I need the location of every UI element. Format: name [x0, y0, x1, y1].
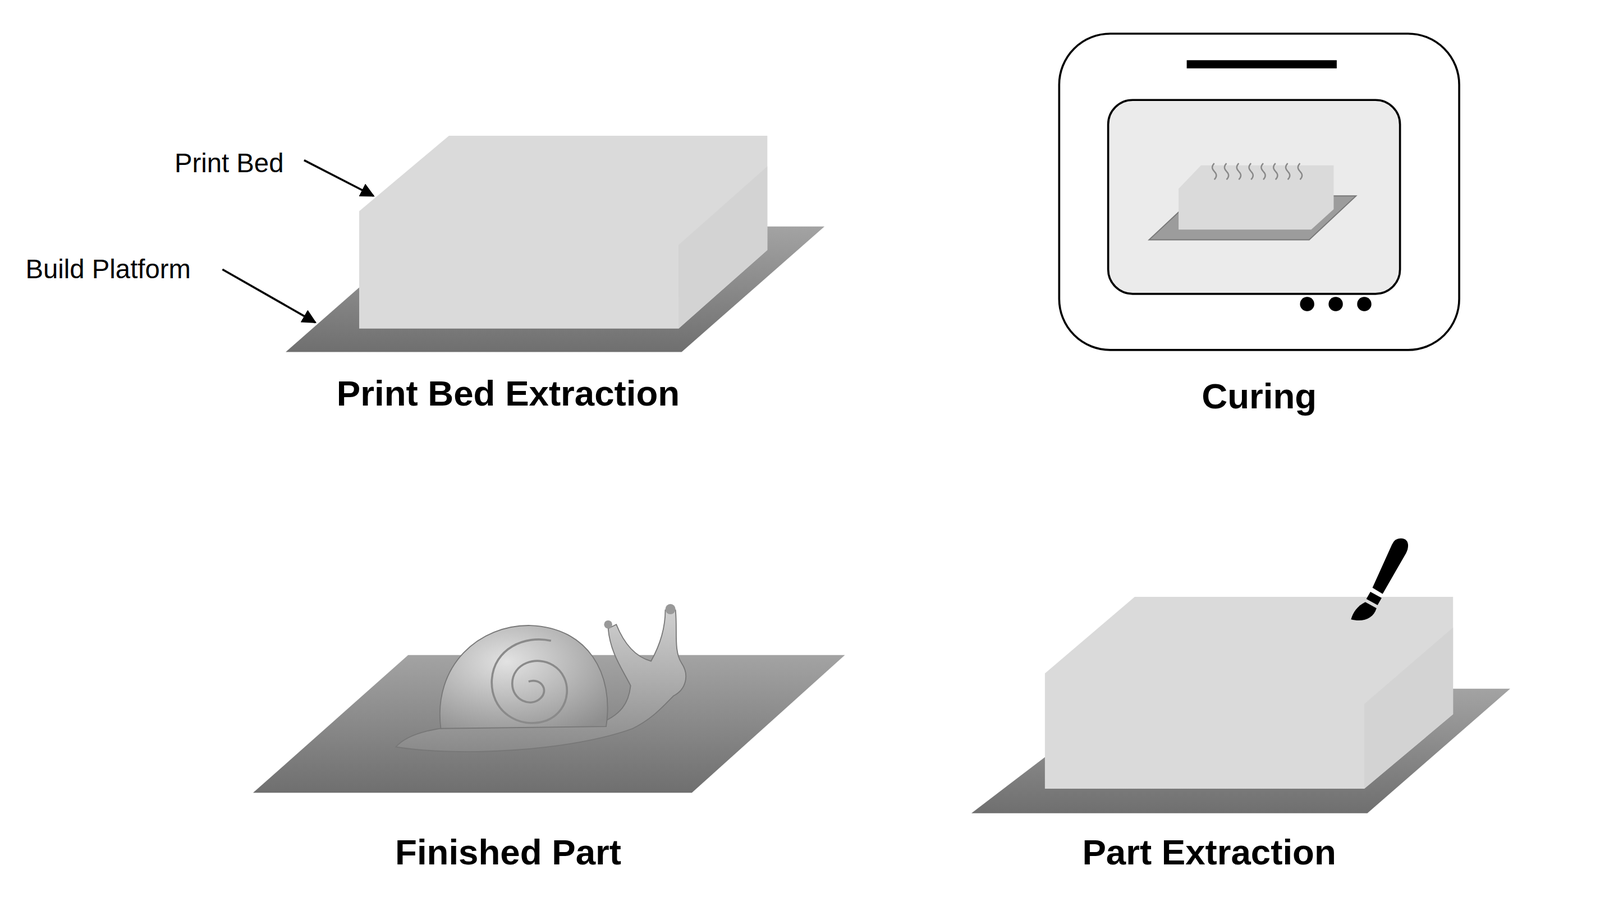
finished-part-panel — [253, 604, 846, 794]
print-bed — [1178, 165, 1334, 231]
snail-body — [395, 610, 686, 753]
step-caption: Print Bed Extraction — [336, 372, 680, 414]
oven-knob — [1328, 296, 1343, 311]
heat-waves — [1212, 163, 1302, 180]
oven-body — [1058, 33, 1460, 351]
print-bed-side — [678, 166, 768, 329]
step-caption: Part Extraction — [1082, 831, 1336, 873]
oven — [1058, 33, 1460, 351]
snail-tentacle-tip — [665, 604, 676, 615]
leader-line — [222, 269, 315, 323]
step-caption: Finished Part — [395, 831, 622, 873]
snail-tentacle-tip — [603, 620, 613, 630]
print-bed — [1044, 597, 1453, 790]
callout-label: Print Bed — [174, 148, 284, 179]
shell-spiral — [491, 639, 567, 724]
print-bed-side — [1364, 627, 1453, 790]
brush-icon — [1350, 538, 1409, 621]
oven-window — [1108, 99, 1401, 295]
callout-label: Build Platform — [25, 254, 191, 285]
oven-knob — [1299, 296, 1314, 311]
print-bed — [359, 135, 768, 329]
leader-line — [304, 160, 374, 197]
snail-shell — [439, 625, 608, 730]
oven-handle — [1186, 60, 1337, 69]
oven-knob — [1356, 296, 1372, 311]
part-extraction-panel — [971, 538, 1511, 814]
print-bed-panel — [222, 135, 825, 353]
step-caption: Curing — [1201, 375, 1317, 417]
